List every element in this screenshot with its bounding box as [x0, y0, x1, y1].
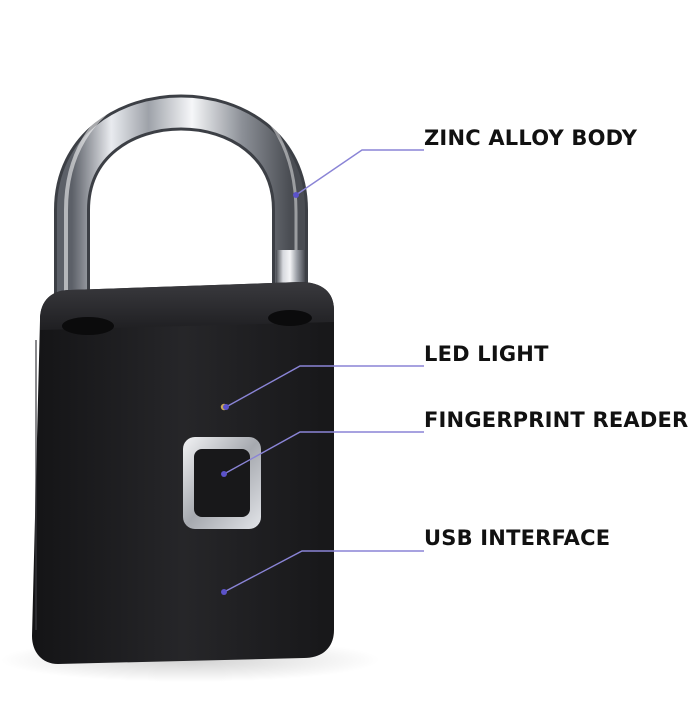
leader-lines — [221, 149, 424, 595]
leader-line-led — [225, 365, 424, 408]
leader-line-body — [295, 149, 424, 196]
callout-usb-interface: USB INTERFACE — [424, 526, 611, 550]
fingerprint-reader — [183, 437, 261, 529]
callout-led-light: LED LIGHT — [424, 342, 549, 366]
leader-line-fingerprint — [223, 431, 424, 475]
leader-line-usb — [223, 550, 424, 593]
leader-dot-led — [223, 404, 229, 410]
callout-fingerprint-reader: FINGERPRINT READER — [424, 408, 689, 432]
leader-dot-fingerprint — [221, 471, 227, 477]
shackle — [54, 76, 308, 330]
leader-dot-body — [293, 192, 299, 198]
leader-dot-usb — [221, 589, 227, 595]
callout-zinc-alloy-body: ZINC ALLOY BODY — [424, 126, 638, 150]
